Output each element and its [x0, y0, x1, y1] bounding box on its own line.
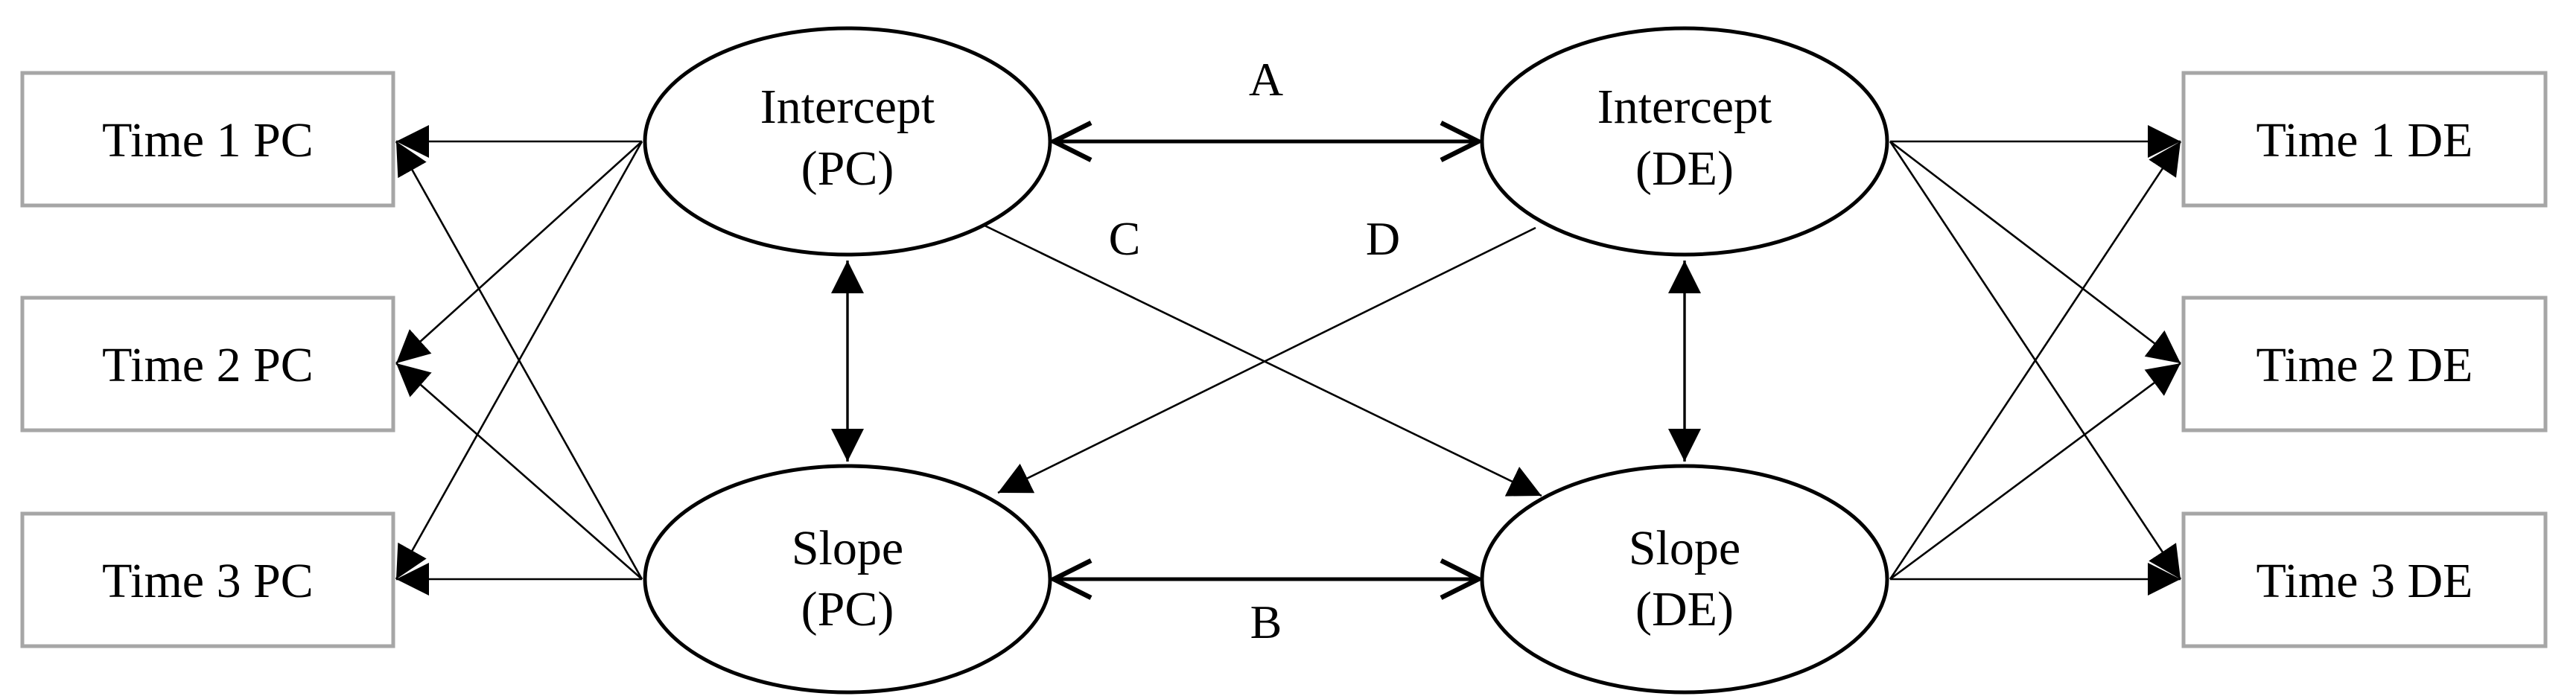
box-time3-pc-label: Time 3 PC [102, 554, 314, 608]
ellipse-slope-pc: Slope (PC) [643, 464, 1052, 695]
box-time3-de-label: Time 3 DE [2257, 554, 2473, 608]
box-time2-de-label: Time 2 DE [2257, 338, 2473, 392]
edge-slope-pc-to-time1 [395, 141, 643, 580]
edge-d-intercept-de-to-slope-pc [997, 226, 1536, 494]
path-label-a: A [1249, 53, 1283, 106]
box-time3-de: Time 3 DE [2181, 511, 2548, 648]
ellipse-slope-de: Slope (DE) [1480, 464, 1889, 695]
edges-de-loadings [1889, 125, 2182, 596]
ellipse-intercept-pc: Intercept (PC) [643, 26, 1052, 257]
path-label-d: D [1366, 212, 1400, 265]
edge-slope-pc-to-time2 [395, 363, 643, 580]
intercept-de-line2: (DE) [1635, 141, 1734, 196]
edge-intercept-pc-to-time2 [395, 141, 643, 364]
edge-slope-de-to-time1 [1889, 141, 2182, 580]
path-label-b: B [1250, 596, 1282, 648]
slope-de-line2: (DE) [1635, 582, 1734, 636]
box-time2-pc-label: Time 2 PC [102, 338, 314, 392]
edge-slope-de-to-time2 [1889, 362, 2181, 581]
intercept-pc-line2: (PC) [801, 141, 894, 196]
edges-pc-loadings [395, 125, 643, 596]
box-time2-de: Time 2 DE [2181, 296, 2548, 433]
slope-pc-line1: Slope [792, 521, 903, 575]
slope-pc-line2: (PC) [801, 582, 894, 636]
ellipse-intercept-de: Intercept (DE) [1480, 26, 1889, 257]
edge-intercept-de-to-time2 [1889, 140, 2181, 365]
edge-c-intercept-pc-to-slope-de [982, 223, 1542, 497]
box-time1-de-label: Time 1 DE [2257, 113, 2473, 167]
path-label-c: C [1109, 212, 1141, 265]
box-time1-de: Time 1 DE [2181, 71, 2548, 208]
box-time1-pc: Time 1 PC [20, 71, 395, 208]
box-time2-pc: Time 2 PC [20, 296, 395, 433]
slope-de-line1: Slope [1629, 521, 1740, 575]
intercept-pc-line1: Intercept [760, 80, 935, 134]
intercept-de-line1: Intercept [1597, 80, 1772, 134]
box-time3-pc: Time 3 PC [20, 511, 395, 648]
box-time1-pc-label: Time 1 PC [102, 113, 314, 167]
